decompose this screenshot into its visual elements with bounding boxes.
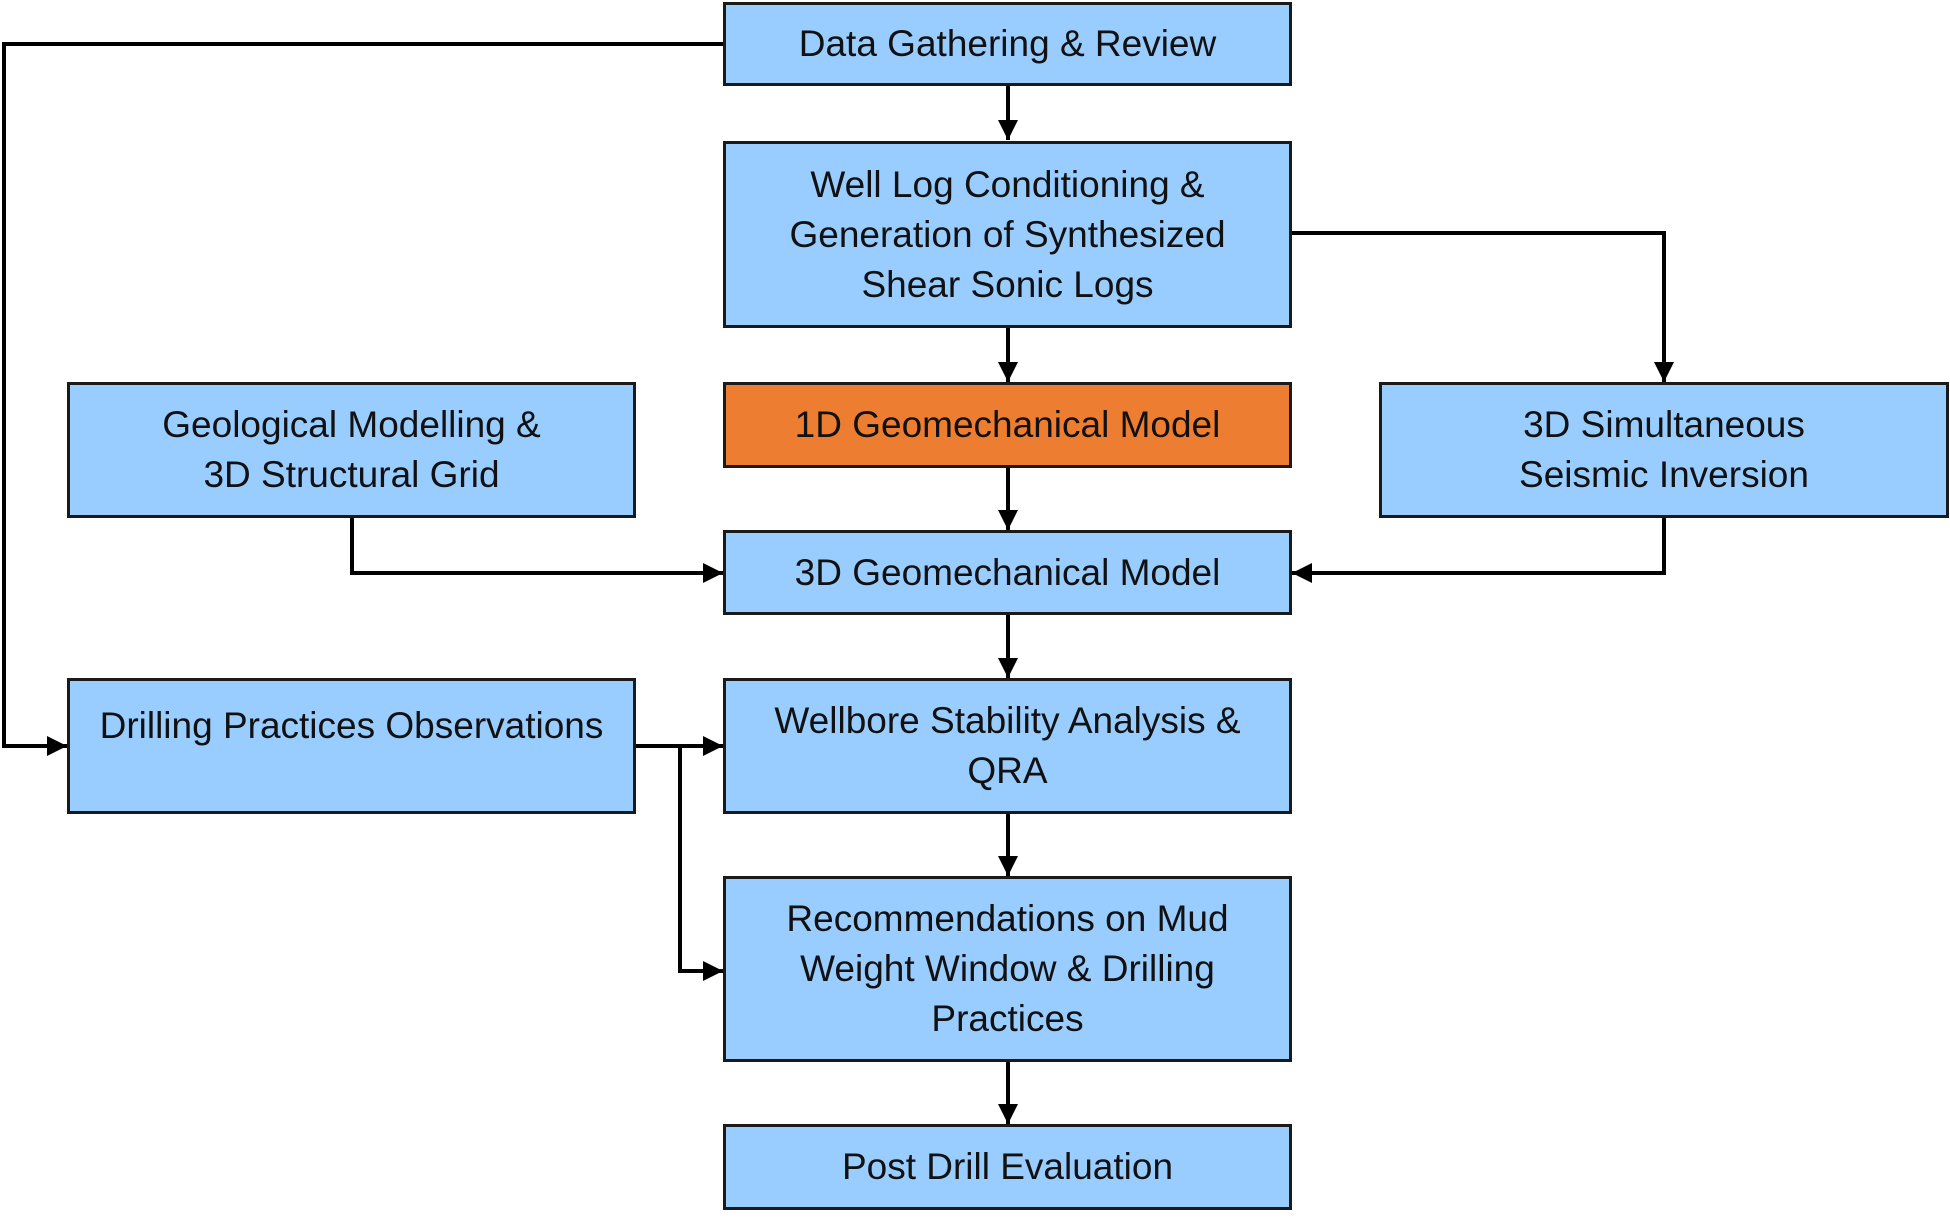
- node-recommendations: Recommendations on Mud Weight Window & D…: [723, 876, 1292, 1062]
- arrow-seismic-inversion-to-model-3d: [1292, 518, 1666, 583]
- node-geological-modelling: Geological Modelling & 3D Structural Gri…: [67, 382, 636, 518]
- node-wellbore-stability-analysis: Wellbore Stability Analysis & QRA: [723, 678, 1292, 814]
- node-1d-geomechanical-model: 1D Geomechanical Model: [723, 382, 1292, 468]
- node-well-log-conditioning: Well Log Conditioning & Generation of Sy…: [723, 141, 1292, 328]
- arrow-geological-modelling-to-model-3d: [350, 518, 723, 583]
- node-data-gathering: Data Gathering & Review: [723, 2, 1292, 86]
- node-3d-seismic-inversion: 3D Simultaneous Seismic Inversion: [1379, 382, 1949, 518]
- node-3d-geomechanical-model: 3D Geomechanical Model: [723, 530, 1292, 615]
- arrow-drilling-observations-to-recommendations: [678, 746, 723, 981]
- node-drilling-practices-observations: Drilling Practices Observations: [67, 678, 636, 814]
- node-post-drill-evaluation: Post Drill Evaluation: [723, 1124, 1292, 1210]
- arrow-data-gathering-to-drilling-observations: [2, 42, 723, 756]
- arrow-well-log-to-seismic-inversion: [1292, 231, 1674, 382]
